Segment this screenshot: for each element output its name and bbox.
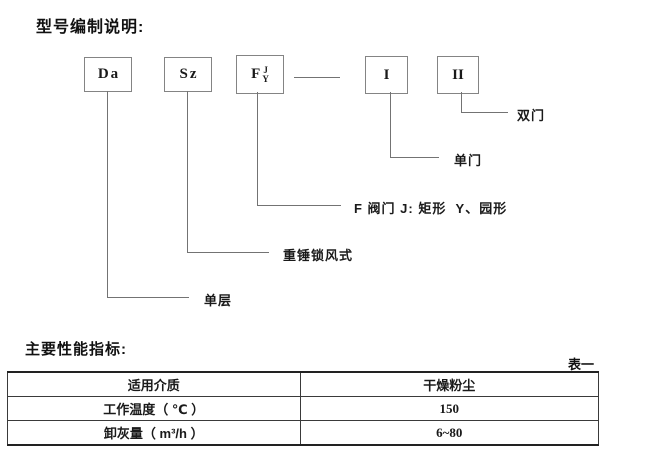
connector-sz-lock-type bbox=[187, 91, 269, 253]
model-box-two-label: II bbox=[452, 66, 464, 83]
model-box-da-label: Da bbox=[97, 66, 121, 82]
table-cell-name: 适用介质 bbox=[7, 371, 301, 397]
connector-dash-line bbox=[294, 77, 340, 78]
connector-one-single-door bbox=[390, 92, 439, 158]
model-box-f-upper: J bbox=[263, 64, 268, 75]
model-box-f-options: J Y bbox=[262, 64, 269, 84]
table-cell-value: 干燥粉尘 bbox=[299, 371, 600, 397]
diagram-title: 型号编制说明: bbox=[36, 19, 145, 36]
table-cell-name: 卸灰量（ m³/h ） bbox=[7, 420, 301, 446]
label-single-door: 单门 bbox=[454, 153, 483, 168]
table-cell-value: 6~80 bbox=[299, 420, 600, 446]
table-caption: 表一 bbox=[568, 357, 595, 372]
table-cell-name: 工作温度（ ℃ ） bbox=[7, 396, 301, 421]
model-box-one-label: I bbox=[383, 66, 390, 83]
table-row: 工作温度（ ℃ ） 150 bbox=[7, 396, 600, 421]
performance-table: 适用介质 干燥粉尘 工作温度（ ℃ ） 150 卸灰量（ m³/h ） 6~80 bbox=[7, 371, 600, 446]
model-box-two: II bbox=[437, 56, 479, 94]
model-box-f-lower: Y bbox=[262, 73, 269, 84]
label-single-layer: 单层 bbox=[204, 293, 233, 308]
model-box-one: I bbox=[365, 56, 408, 94]
connector-f-valve bbox=[257, 92, 341, 206]
model-box-da: Da bbox=[84, 57, 132, 92]
connector-two-double-door bbox=[461, 92, 508, 113]
model-box-sz-label: Sz bbox=[179, 66, 199, 82]
model-box-sz: Sz bbox=[164, 57, 212, 92]
table-row: 卸灰量（ m³/h ） 6~80 bbox=[7, 420, 600, 446]
model-box-f-main: F bbox=[251, 66, 261, 82]
table-row: 适用介质 干燥粉尘 bbox=[7, 371, 600, 397]
label-lock-type: 重锤锁风式 bbox=[283, 248, 354, 263]
performance-title: 主要性能指标: bbox=[25, 341, 127, 358]
connector-da-single-layer bbox=[107, 91, 189, 298]
label-valve-types: F 阀门 J: 矩形 Y、园形 bbox=[354, 201, 508, 216]
model-box-f: F J Y bbox=[236, 55, 284, 94]
table-cell-value: 150 bbox=[299, 396, 600, 421]
label-double-door: 双门 bbox=[517, 108, 546, 123]
